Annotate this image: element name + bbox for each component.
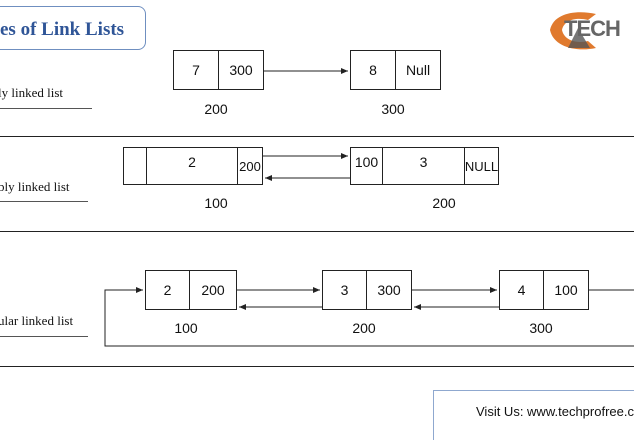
- singly-node2-data: 8: [350, 50, 396, 90]
- circular-node1-address: 100: [174, 320, 198, 336]
- techprofree-logo: TECH: [548, 8, 634, 52]
- singly-node2-next: Null: [395, 50, 441, 90]
- circular-node3-next: 100: [543, 270, 589, 310]
- doubly-node2-address: 200: [432, 195, 456, 211]
- logo-icon: [550, 12, 596, 50]
- singly-node1-address: 200: [204, 101, 228, 117]
- circular-return-loop: [104, 287, 634, 347]
- doubly-node2-prev: 100: [350, 147, 383, 185]
- circular-node2-address: 200: [352, 320, 376, 336]
- doubly-node1-next: 200: [237, 147, 263, 185]
- doubly-label-underline: [0, 201, 88, 202]
- section-divider-2: [0, 231, 634, 232]
- doubly-node2-next: NULL: [464, 147, 499, 185]
- singly-node1-data: 7: [173, 50, 219, 90]
- singly-label: ly linked list: [0, 85, 63, 100]
- circular-label-underline: [0, 336, 88, 337]
- logo-text: TECH: [564, 16, 621, 41]
- circular-node1-next: 200: [189, 270, 237, 310]
- singly-node1-next: 300: [218, 50, 264, 90]
- title-box: [0, 6, 146, 50]
- doubly-node2-data: 3: [382, 147, 465, 185]
- footer-link[interactable]: Visit Us: www.techprofree.c: [476, 404, 634, 419]
- circular-node3-data: 4: [499, 270, 544, 310]
- singly-node2-address: 300: [381, 101, 405, 117]
- page-title: es of Link Lists: [0, 19, 125, 40]
- singly-label-underline: [0, 108, 92, 109]
- doubly-node1-data: 2: [146, 147, 238, 185]
- footer-box: [433, 390, 634, 440]
- doubly-label: bly linked list: [0, 179, 70, 194]
- section-divider-3: [0, 366, 634, 367]
- circular-node3-address: 300: [529, 320, 553, 336]
- doubly-node1-address: 100: [204, 195, 228, 211]
- circular-node1-data: 2: [145, 270, 190, 310]
- section-divider-1: [0, 136, 634, 137]
- circular-label: ular linked list: [0, 313, 74, 328]
- circular-node2-data: 3: [322, 270, 367, 310]
- circular-node2-next: 300: [366, 270, 412, 310]
